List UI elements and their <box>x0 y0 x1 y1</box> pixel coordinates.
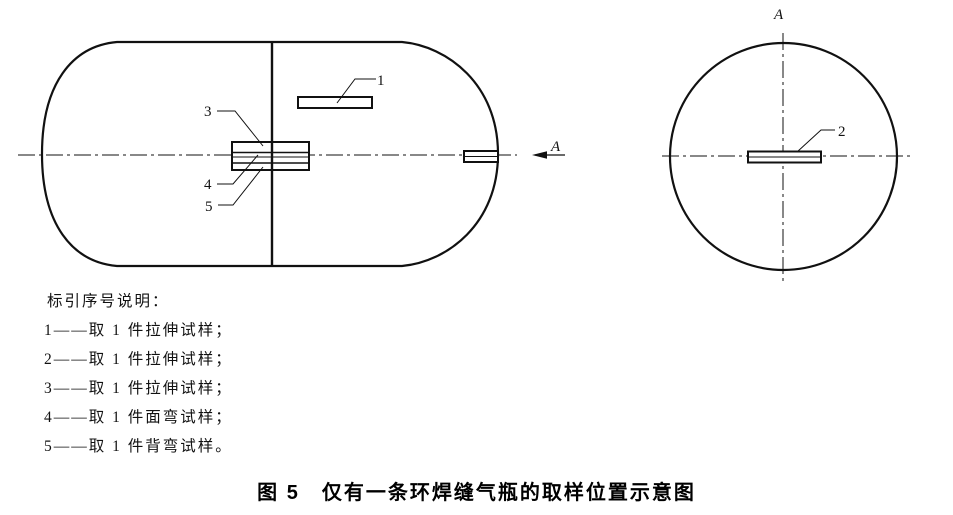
leader-line-3 <box>217 110 264 147</box>
figure-caption: 图 5 仅有一条环焊缝气瓶的取样位置示意图 <box>257 482 696 504</box>
weld-sample-block <box>231 141 310 171</box>
legend-item-4: 4——取 1 件面弯试样； <box>44 409 233 426</box>
label-section-a-top: A <box>773 7 784 23</box>
legend-item-2: 2——取 1 件拉伸试样； <box>44 351 233 368</box>
legend-item-3: 3——取 1 件拉伸试样； <box>44 380 233 397</box>
label-sample2: 2 <box>838 124 846 140</box>
legend-title: 标引序号说明： <box>47 293 170 310</box>
leader-line-1 <box>336 78 376 104</box>
leader-line-2 <box>796 129 835 153</box>
legend: 标引序号说明： 1——取 1 件拉伸试样； 2——取 1 件拉伸试样； 3——取… <box>44 287 233 461</box>
end-view-circle <box>668 41 899 272</box>
sample1-rect <box>297 96 373 109</box>
section-arrowhead <box>532 151 547 159</box>
cylinder-outline <box>40 40 500 268</box>
label-sample1: 1 <box>377 73 385 89</box>
legend-item-5: 5——取 1 件背弯试样。 <box>44 438 233 455</box>
label-sample5: 5 <box>205 199 213 215</box>
legend-item-1: 1——取 1 件拉伸试样； <box>44 322 233 339</box>
leader-line-5 <box>218 166 264 206</box>
label-sample3: 3 <box>204 104 212 120</box>
label-sample4: 4 <box>204 177 212 193</box>
label-section-a-side: A <box>550 139 561 155</box>
leader-line-4 <box>217 154 259 185</box>
